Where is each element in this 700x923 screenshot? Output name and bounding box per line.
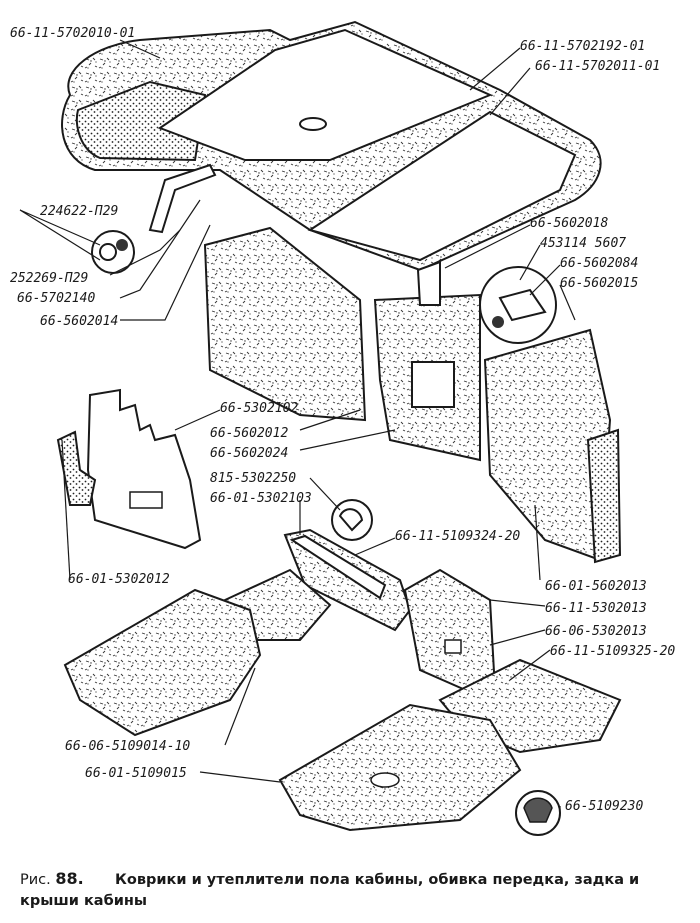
- rear-panels: [203, 226, 622, 564]
- label-rear-right: 66-5602015: [560, 276, 638, 291]
- button-detail: [515, 790, 561, 836]
- part-labels: 66-11-5702010-01 66-11-5702192-01 66-11-…: [10, 26, 675, 814]
- figure-number: Рис. 88.: [20, 868, 115, 891]
- label-clip-a: 224622-П29: [40, 204, 118, 219]
- figure-prefix: Рис.: [20, 872, 51, 888]
- label-rear-bottom: 66-01-5602013: [545, 579, 647, 594]
- label-front-panel: 66-01-5302103: [210, 491, 312, 506]
- label-rear-clip-b: 453114 5607: [540, 236, 626, 251]
- label-roof-left: 66-11-5702010-01: [10, 26, 135, 41]
- caption-line-1: Коврики и утеплители пола кабины, обивка…: [115, 872, 640, 888]
- label-floor-right: 66-11-5109325-20: [550, 644, 675, 659]
- figure-caption: Рис. 88.Коврики и утеплители пола кабины…: [20, 868, 690, 912]
- label-rear-left: 66-5602014: [40, 314, 118, 329]
- front-panel: [56, 388, 202, 550]
- label-side-b: 66-06-5302013: [545, 624, 647, 639]
- label-floor-strip: 66-11-5109324-20: [395, 529, 520, 544]
- label-rear-clip-a: 66-5602018: [530, 216, 608, 231]
- figure-number-value: 88.: [55, 869, 84, 888]
- label-side-a: 66-11-5302013: [545, 601, 647, 616]
- label-front-side: 66-01-5302012: [68, 572, 170, 587]
- label-rear-mid-b: 66-5602024: [210, 446, 288, 461]
- plug-detail: [331, 499, 373, 541]
- label-front-left: 66-5302102: [220, 401, 298, 416]
- roof-liner: [61, 20, 602, 272]
- label-roof-right-b: 66-11-5702011-01: [535, 59, 660, 74]
- label-rear-clip-c: 66-5602084: [560, 256, 638, 271]
- label-plug: 815-5302250: [210, 471, 296, 486]
- clip-detail: [479, 266, 557, 344]
- label-floor-main: 66-01-5109015: [85, 766, 187, 781]
- side-panel: [403, 568, 497, 694]
- fastener-detail: [91, 230, 135, 274]
- label-strip: 66-5702140: [17, 291, 95, 306]
- floor-mats: [63, 568, 622, 832]
- label-floor-left: 66-06-5109014-10: [65, 739, 190, 754]
- leader-lines: [19, 39, 576, 810]
- label-clip-b: 252269-П29: [10, 271, 88, 286]
- label-button: 66-5109230: [565, 799, 643, 814]
- label-roof-right-a: 66-11-5702192-01: [520, 39, 645, 54]
- caption-line-2: крыши кабины: [20, 893, 147, 909]
- label-rear-mid-a: 66-5602012: [210, 426, 288, 441]
